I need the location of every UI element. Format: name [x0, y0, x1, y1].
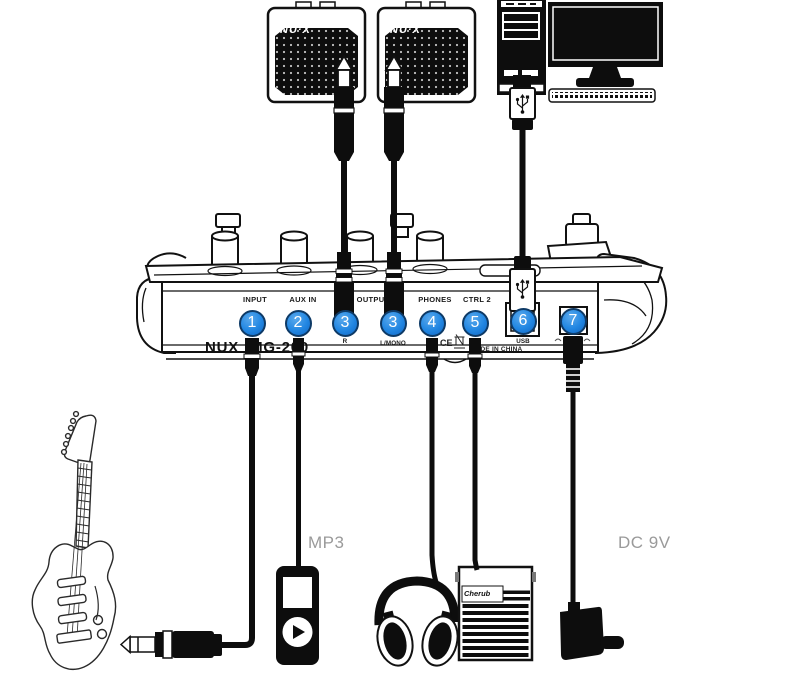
- panel-label-phones: PHONES: [418, 295, 452, 304]
- panel-label-input: INPUT: [243, 295, 267, 304]
- panel-label-output-l: L/MONO: [380, 340, 406, 347]
- footswitch-brand: Cherub: [464, 589, 491, 598]
- port-marker-aux-in: 2: [284, 309, 312, 337]
- port-marker-phones: 4: [418, 309, 446, 337]
- port-marker-usb: 6: [509, 307, 537, 335]
- amp-right-logo: NU·X: [390, 24, 421, 36]
- port-marker-output-l: 3: [379, 309, 407, 337]
- panel-label-output-r: R: [342, 338, 348, 345]
- port-marker-output-r: 3: [331, 309, 359, 337]
- panel-label-usb: USB: [516, 338, 530, 345]
- pedal-brand: NUX: [205, 339, 240, 356]
- ce-mark: CE: [440, 338, 453, 348]
- mp3-label: MP3: [308, 533, 345, 552]
- port-marker-input: 1: [238, 309, 266, 337]
- amp-left-logo: NU·X: [280, 24, 311, 36]
- panel-label-output: OUTPUT: [356, 295, 390, 304]
- port-marker-dc: 7: [559, 307, 587, 335]
- port-marker-ctrl2: 5: [461, 309, 489, 337]
- panel-label-aux-in: AUX IN: [289, 295, 317, 304]
- panel-label-ctrl2: CTRL 2: [463, 295, 491, 304]
- made-in-label: MADE IN CHINA: [470, 346, 523, 353]
- dc9v-label: DC 9V: [618, 533, 671, 552]
